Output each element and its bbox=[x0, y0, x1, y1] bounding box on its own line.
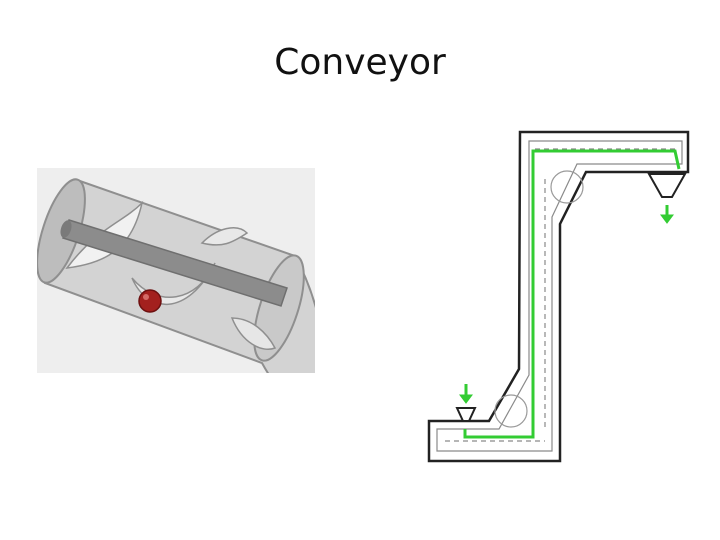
material-ball-highlight bbox=[143, 294, 149, 300]
material-flow-path bbox=[463, 149, 681, 439]
inlet-arrow-icon bbox=[459, 384, 473, 404]
slide-title: Conveyor bbox=[274, 42, 446, 83]
shaft-end bbox=[60, 220, 72, 238]
inlet-hopper bbox=[455, 407, 477, 422]
casing-right-end bbox=[253, 254, 305, 362]
screw-flight bbox=[200, 227, 249, 246]
bucket-conveyor-illustration bbox=[427, 129, 693, 464]
screw-conveyor-illustration bbox=[37, 168, 315, 373]
screw-flight bbox=[230, 317, 277, 350]
bucket-chain bbox=[436, 140, 683, 452]
outlet-hopper bbox=[647, 173, 687, 198]
bucket-conveyor-drawing bbox=[427, 130, 690, 463]
material-ball bbox=[138, 289, 162, 313]
pulley bbox=[494, 394, 528, 428]
screw-conveyor-drawing bbox=[37, 168, 315, 373]
outlet-arrow-icon bbox=[660, 205, 674, 224]
conveyor-housing bbox=[427, 130, 690, 463]
pulley bbox=[550, 170, 584, 204]
